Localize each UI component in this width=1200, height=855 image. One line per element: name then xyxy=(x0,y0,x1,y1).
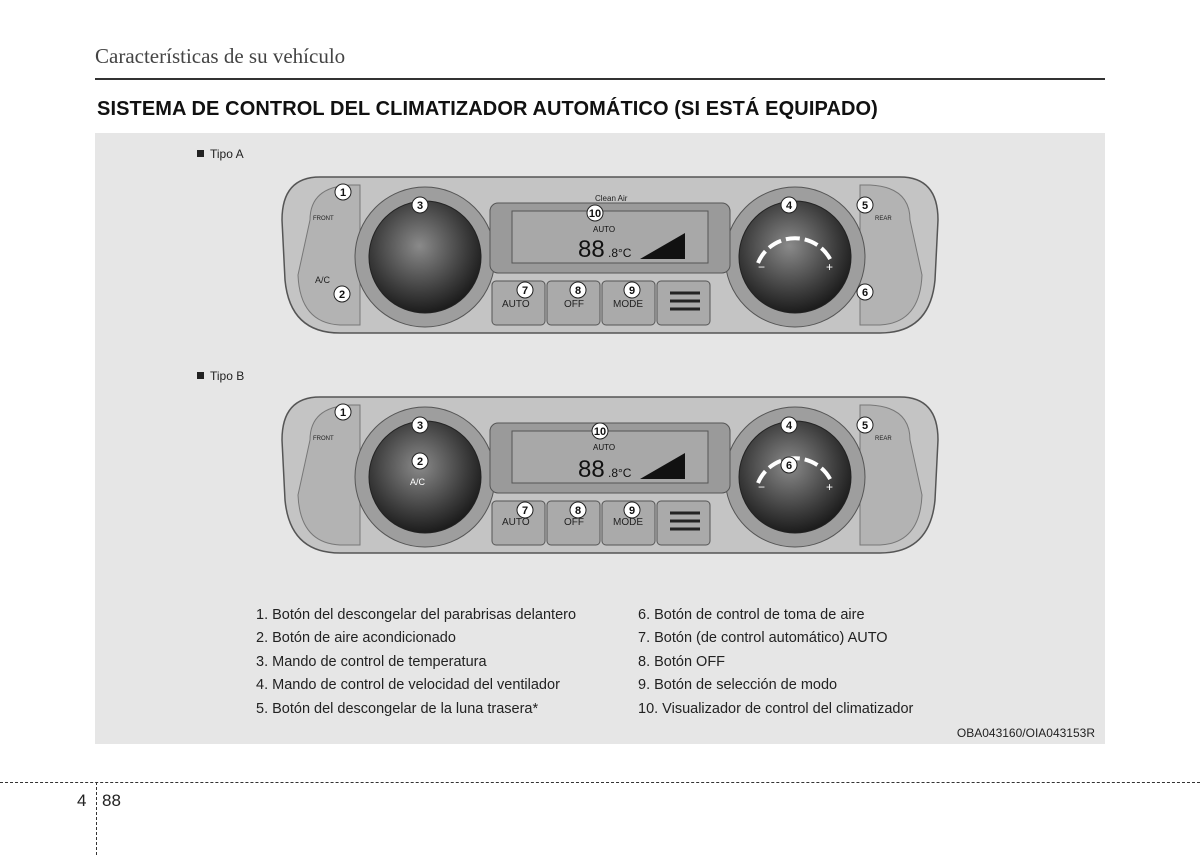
tipo-a-label: Tipo A xyxy=(197,147,244,161)
chapter-number: 4 xyxy=(77,791,87,810)
callout-8: 8 xyxy=(575,285,581,297)
mode-button-label: MODE xyxy=(613,517,643,528)
legend-left: 1. Botón del descongelar del parabrisas … xyxy=(256,604,576,721)
legend-item: 10. Visualizador de control del climatiz… xyxy=(638,700,914,717)
legend-item: 9. Botón de selección de modo xyxy=(638,677,838,694)
fan-speed-knob-intake[interactable] xyxy=(738,420,852,534)
auto-button-label: AUTO xyxy=(502,299,530,310)
callout-9: 9 xyxy=(629,505,635,517)
mode-button-label: MODE xyxy=(613,299,643,310)
legend-item: 2. Botón de aire acondicionado xyxy=(256,630,456,647)
off-button[interactable] xyxy=(546,280,601,326)
off-button-label: OFF xyxy=(564,517,584,528)
callout-3: 3 xyxy=(417,200,423,212)
callout-6: 6 xyxy=(786,460,792,472)
rear-defrost-label: REAR xyxy=(875,216,892,222)
auto-button-label: AUTO xyxy=(502,517,530,528)
header-rule xyxy=(95,78,1105,80)
fan-level-bars-icon xyxy=(640,453,685,479)
vent-grille xyxy=(656,280,711,326)
legend-item: 3. Mando de control de temperatura xyxy=(256,653,487,670)
callout-3: 3 xyxy=(417,420,423,432)
callout-6: 6 xyxy=(862,287,868,299)
display-unit: .8°C xyxy=(608,466,632,480)
tipo-b-label: Tipo B xyxy=(197,369,244,383)
front-defrost-label: FRONT xyxy=(313,216,334,222)
legend-item: 6. Botón de control de toma de aire xyxy=(638,607,865,623)
off-button[interactable] xyxy=(546,500,601,546)
callout-9: 9 xyxy=(629,285,635,297)
control-panel-tipo-a: − + AUTO 88 .8°C Clean Air AUTO OFF MODE… xyxy=(281,176,939,334)
callout-2: 2 xyxy=(417,456,423,468)
callout-10: 10 xyxy=(594,426,606,438)
page-number: 88 xyxy=(102,791,121,810)
display-unit: .8°C xyxy=(608,246,632,260)
fan-speed-knob[interactable] xyxy=(738,200,852,314)
fan-level-bars-icon xyxy=(640,233,685,259)
footer-dashed-rule xyxy=(0,782,1200,783)
mode-button[interactable] xyxy=(601,500,656,546)
display-temperature: 88 xyxy=(578,236,605,263)
legend-item: 5. Botón del descongelar de la luna tras… xyxy=(256,700,539,717)
ac-button-label: A/C xyxy=(315,275,331,285)
callout-7: 7 xyxy=(522,505,528,517)
legend-item: 4. Mando de control de velocidad del ven… xyxy=(256,677,560,694)
temperature-knob[interactable] xyxy=(368,200,482,314)
vent-grille xyxy=(656,500,711,546)
callout-5: 5 xyxy=(862,420,868,432)
fan-plus-label: + xyxy=(826,480,833,494)
callout-2: 2 xyxy=(339,289,345,301)
figure-code: OBA043160/OIA043153R xyxy=(956,726,1095,740)
display-auto-text: AUTO xyxy=(593,225,615,234)
callout-4: 4 xyxy=(786,420,793,432)
callout-7: 7 xyxy=(522,285,528,297)
legend-right: 6. Botón de control de toma de aire 7. B… xyxy=(638,604,913,721)
section-title: SISTEMA DE CONTROL DEL CLIMATIZADOR AUTO… xyxy=(97,98,878,120)
callout-10: 10 xyxy=(589,208,601,220)
knob-ac-label: A/C xyxy=(410,477,426,487)
callout-8: 8 xyxy=(575,505,581,517)
legend-item: 1. Botón del descongelar del parabrisas … xyxy=(256,607,577,623)
display-temperature: 88 xyxy=(578,456,605,483)
fan-minus-label: − xyxy=(758,260,765,274)
fan-plus-label: + xyxy=(826,260,833,274)
legend-item: 7. Botón (de control automático) AUTO xyxy=(638,630,888,647)
callout-1: 1 xyxy=(340,407,346,419)
callout-1: 1 xyxy=(340,187,346,199)
legend-item: 8. Botón OFF xyxy=(638,653,726,670)
mode-button[interactable] xyxy=(601,280,656,326)
control-panel-tipo-b: − + A/C AUTO 88 .8°C AUTO OFF MODE FRONT… xyxy=(281,396,939,554)
clean-air-label: Clean Air xyxy=(595,194,628,203)
callout-5: 5 xyxy=(862,200,868,212)
footer-vertical-rule xyxy=(96,782,97,855)
rear-defrost-label: REAR xyxy=(875,436,892,442)
climate-control-figure: Tipo A Tipo B − + AUTO 88 .8°C Clean Air… xyxy=(95,133,1105,744)
callout-4: 4 xyxy=(786,200,793,212)
display-auto-text: AUTO xyxy=(593,443,615,452)
off-button-label: OFF xyxy=(564,299,584,310)
front-defrost-label: FRONT xyxy=(313,436,334,442)
fan-minus-label: − xyxy=(758,480,765,494)
running-header: Características de su vehículo xyxy=(95,44,346,68)
